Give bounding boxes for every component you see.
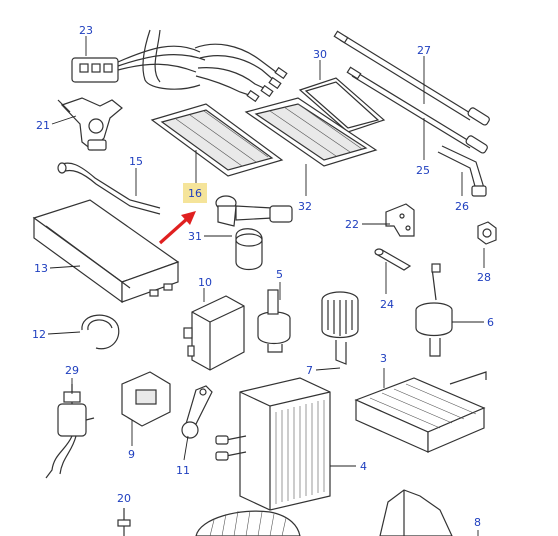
part-27-cable[interactable]: [333, 30, 490, 126]
callout-13[interactable]: 13: [34, 262, 48, 275]
part-24-pin[interactable]: [374, 248, 412, 271]
part-26-pipe[interactable]: [437, 145, 487, 197]
callout-26[interactable]: 26: [455, 200, 469, 213]
highlight-box: [183, 183, 207, 203]
callout-30[interactable]: 30: [313, 48, 327, 61]
part-9-switch[interactable]: [121, 371, 171, 427]
callout-15[interactable]: 15: [129, 155, 143, 168]
part-16-filter-element[interactable]: [150, 103, 284, 177]
part-23-harness[interactable]: [71, 29, 288, 103]
red-arrow-icon: [158, 211, 196, 245]
callout-11[interactable]: 11: [176, 464, 190, 477]
callout-28[interactable]: 28: [477, 271, 491, 284]
callout-3[interactable]: 3: [380, 352, 387, 365]
part-fan[interactable]: [195, 510, 301, 536]
part-28-nut[interactable]: [477, 221, 497, 245]
part-15-hose[interactable]: [57, 162, 161, 215]
part-5-actuator[interactable]: [257, 289, 291, 353]
callout-7[interactable]: 7: [306, 364, 313, 377]
callout-5[interactable]: 5: [276, 268, 283, 281]
callout-labels: 23 30 27 21 15 16 32 25 22 26 31 13 28 1…: [32, 24, 494, 529]
part-4-heater-core[interactable]: [215, 377, 331, 511]
callout-10[interactable]: 10: [198, 276, 212, 289]
callout-27[interactable]: 27: [417, 44, 431, 57]
part-10-module[interactable]: [183, 295, 245, 371]
callout-29[interactable]: 29: [65, 364, 79, 377]
callout-20[interactable]: 20: [117, 492, 131, 505]
part-30-filter[interactable]: [298, 77, 386, 133]
part-8-housing[interactable]: [379, 489, 453, 536]
callout-16[interactable]: 16: [188, 187, 202, 200]
part-22-bracket[interactable]: [385, 203, 415, 237]
part-13-housing[interactable]: [32, 199, 180, 304]
callout-9[interactable]: 9: [128, 448, 135, 461]
part-3-evaporator[interactable]: [354, 371, 487, 453]
callout-24[interactable]: 24: [380, 298, 394, 311]
callout-4[interactable]: 4: [360, 460, 367, 473]
part-25-cable[interactable]: [346, 66, 488, 154]
part-29-motor[interactable]: [45, 384, 95, 479]
leader-lines: [47, 36, 485, 536]
part-12-clip[interactable]: [81, 314, 120, 350]
part-20-fastener[interactable]: [117, 508, 131, 536]
part-6-actuator[interactable]: [415, 263, 453, 357]
part-21-actuator[interactable]: [57, 97, 123, 151]
callout-32[interactable]: 32: [298, 200, 312, 213]
callout-25[interactable]: 25: [416, 164, 430, 177]
part-31-valve[interactable]: [215, 195, 293, 271]
callout-21[interactable]: 21: [36, 119, 50, 132]
part-blower-motor[interactable]: [321, 291, 359, 365]
callout-12[interactable]: 12: [32, 328, 46, 341]
callout-8[interactable]: 8: [474, 516, 481, 529]
part-32-filter-element[interactable]: [244, 97, 378, 167]
part-11-lever[interactable]: [181, 385, 213, 439]
callout-22[interactable]: 22: [345, 218, 359, 231]
callout-6[interactable]: 6: [487, 316, 494, 329]
callout-23[interactable]: 23: [79, 24, 93, 37]
callout-31[interactable]: 31: [188, 230, 202, 243]
